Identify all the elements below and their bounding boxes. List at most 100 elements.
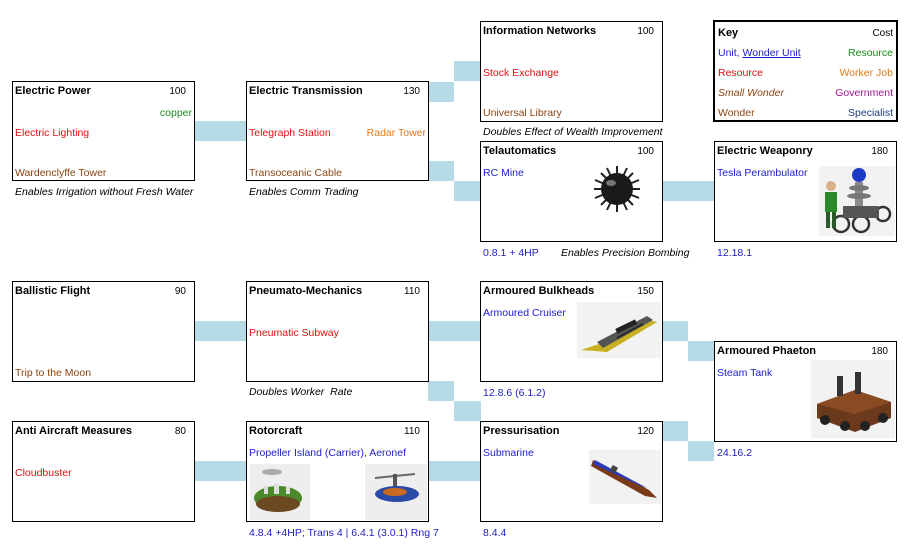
key-specialist: Specialist bbox=[848, 107, 893, 119]
connector bbox=[428, 321, 481, 341]
tech-title: Pneumato-Mechanics bbox=[249, 285, 363, 297]
tech-ballistic-flight[interactable]: Ballistic Flight 90 Trip to the Moon bbox=[12, 281, 195, 382]
tech-title: Electric Transmission bbox=[249, 85, 363, 97]
connector bbox=[428, 461, 481, 481]
tech-note: Enables Precision Bombing bbox=[561, 247, 690, 259]
legend-key: Key Cost Unit, Wonder Unit Resource Reso… bbox=[713, 20, 898, 122]
wonder-trip-to-the-moon: Trip to the Moon bbox=[15, 367, 92, 379]
tech-title: Anti Aircraft Measures bbox=[15, 425, 132, 437]
tech-title: Ballistic Flight bbox=[15, 285, 91, 297]
submarine-icon bbox=[589, 450, 661, 504]
tech-title: Electric Weaponry bbox=[717, 145, 813, 157]
tech-cost: 90 bbox=[174, 286, 186, 297]
key-government: Government bbox=[835, 87, 893, 99]
connector bbox=[195, 461, 247, 481]
connector bbox=[195, 121, 247, 141]
unit-stats: 8.4.4 bbox=[483, 527, 507, 539]
tech-pneumato-mechanics[interactable]: Pneumato-Mechanics 110 Pneumatic Subway bbox=[246, 281, 429, 382]
tech-title: Armoured Phaeton bbox=[717, 345, 817, 357]
key-wonder: Wonder bbox=[718, 107, 755, 119]
unit-propeller-island-aeronef: Propeller Island (Carrier), Aeronef bbox=[249, 447, 406, 459]
tech-telautomatics[interactable]: Telautomatics 100 RC Mine bbox=[480, 141, 663, 242]
connector bbox=[428, 381, 454, 401]
unit-stats: 0.8.1 + 4HP bbox=[483, 247, 539, 259]
key-worker-job: Worker Job bbox=[839, 67, 894, 79]
worker-job-radar-tower: Radar Tower bbox=[366, 127, 426, 139]
tech-cost: 100 bbox=[637, 26, 654, 37]
key-unit-label: Unit, bbox=[718, 47, 743, 59]
tech-note: Doubles Worker Rate bbox=[249, 386, 353, 398]
tech-title: Telautomatics bbox=[483, 145, 557, 157]
key-cost: Cost bbox=[872, 28, 893, 39]
tech-title: Rotorcraft bbox=[249, 425, 303, 437]
unit-submarine: Submarine bbox=[483, 447, 534, 459]
key-resource-green: Resource bbox=[848, 47, 893, 59]
key-resource-red: Resource bbox=[718, 67, 763, 79]
tech-cost: 100 bbox=[637, 146, 654, 157]
connector bbox=[454, 61, 481, 81]
rc-mine-icon bbox=[594, 166, 640, 212]
tech-cost: 180 bbox=[871, 146, 888, 157]
tech-pressurisation[interactable]: Pressurisation 120 Submarine bbox=[480, 421, 663, 522]
tech-title: Pressurisation bbox=[483, 425, 560, 437]
tech-cost: 180 bbox=[871, 346, 888, 357]
key-unit: Unit, Wonder Unit bbox=[718, 47, 801, 59]
wonder-transoceanic-cable: Transoceanic Cable bbox=[249, 167, 342, 179]
tesla-perambulator-icon bbox=[819, 166, 895, 236]
improvement-pneumatic-subway: Pneumatic Subway bbox=[249, 327, 339, 339]
key-small-wonder: Small Wonder bbox=[718, 87, 784, 99]
tech-information-networks[interactable]: Information Networks 100 Stock Exchange … bbox=[480, 21, 663, 122]
unit-stats: 24.16.2 bbox=[717, 447, 753, 459]
connector bbox=[454, 181, 481, 201]
tech-electric-power[interactable]: Electric Power 100 copper Electric Light… bbox=[12, 81, 195, 181]
unit-armoured-cruiser: Armoured Cruiser bbox=[483, 307, 566, 319]
connector bbox=[688, 341, 714, 361]
tech-cost: 100 bbox=[169, 86, 186, 97]
tech-cost: 120 bbox=[637, 426, 654, 437]
unit-stats: 12.18.1 bbox=[717, 247, 753, 259]
tech-rotorcraft[interactable]: Rotorcraft 110 Propeller Island (Carrier… bbox=[246, 421, 429, 522]
connector bbox=[195, 321, 247, 341]
steam-tank-icon bbox=[811, 360, 895, 438]
unit-steam-tank: Steam Tank bbox=[717, 367, 773, 379]
unit-stats: 4.8.4 +4HP; Trans 4 | 6.4.1 (3.0.1) Rng … bbox=[249, 527, 439, 539]
tech-note: Doubles Effect of Wealth Improvement bbox=[483, 126, 663, 138]
wonder-wardenclyffe-tower: Wardenclyffe Tower bbox=[15, 167, 107, 179]
improvement-electric-lighting: Electric Lighting bbox=[15, 127, 90, 139]
connector bbox=[662, 421, 688, 441]
tech-cost: 150 bbox=[637, 286, 654, 297]
improvement-telegraph-station: Telegraph Station bbox=[249, 127, 331, 139]
connector bbox=[428, 82, 454, 102]
tech-title: Information Networks bbox=[483, 25, 597, 37]
improvement-cloudbuster: Cloudbuster bbox=[15, 467, 72, 479]
tech-anti-aircraft-measures[interactable]: Anti Aircraft Measures 80 Cloudbuster bbox=[12, 421, 195, 522]
connector bbox=[454, 401, 481, 421]
unit-stats: 12.8.6 (6.1.2) bbox=[483, 387, 546, 399]
wonder-universal-library: Universal Library bbox=[483, 107, 562, 119]
tech-electric-weaponry[interactable]: Electric Weaponry 180 Tesla Perambulator bbox=[714, 141, 897, 242]
tech-cost: 110 bbox=[404, 426, 420, 437]
unit-tesla-perambulator: Tesla Perambulator bbox=[717, 167, 808, 179]
unit-rc-mine: RC Mine bbox=[483, 167, 524, 179]
connector bbox=[662, 181, 714, 201]
tech-armoured-phaeton[interactable]: Armoured Phaeton 180 Steam Tank bbox=[714, 341, 897, 442]
connector bbox=[428, 161, 454, 181]
tech-title: Armoured Bulkheads bbox=[483, 285, 595, 297]
connector bbox=[662, 321, 688, 341]
tech-note: Enables Irrigation without Fresh Water bbox=[15, 186, 194, 198]
key-title: Key bbox=[718, 27, 739, 39]
tech-electric-transmission[interactable]: Electric Transmission 130 Telegraph Stat… bbox=[246, 81, 429, 181]
tech-note: Enables Comm Trading bbox=[249, 186, 359, 198]
aeronef-icon bbox=[365, 464, 427, 520]
propeller-island-icon bbox=[250, 464, 310, 520]
tech-cost: 130 bbox=[403, 86, 420, 97]
improvement-stock-exchange: Stock Exchange bbox=[483, 67, 559, 79]
connector bbox=[688, 441, 714, 461]
key-wonder-unit: Wonder Unit bbox=[742, 47, 801, 59]
tech-armoured-bulkheads[interactable]: Armoured Bulkheads 150 Armoured Cruiser bbox=[480, 281, 663, 382]
armoured-cruiser-icon bbox=[577, 302, 661, 358]
tech-cost: 110 bbox=[404, 286, 420, 297]
tech-title: Electric Power bbox=[15, 85, 91, 97]
tech-cost: 80 bbox=[174, 426, 186, 437]
resource-copper: copper bbox=[159, 107, 192, 119]
